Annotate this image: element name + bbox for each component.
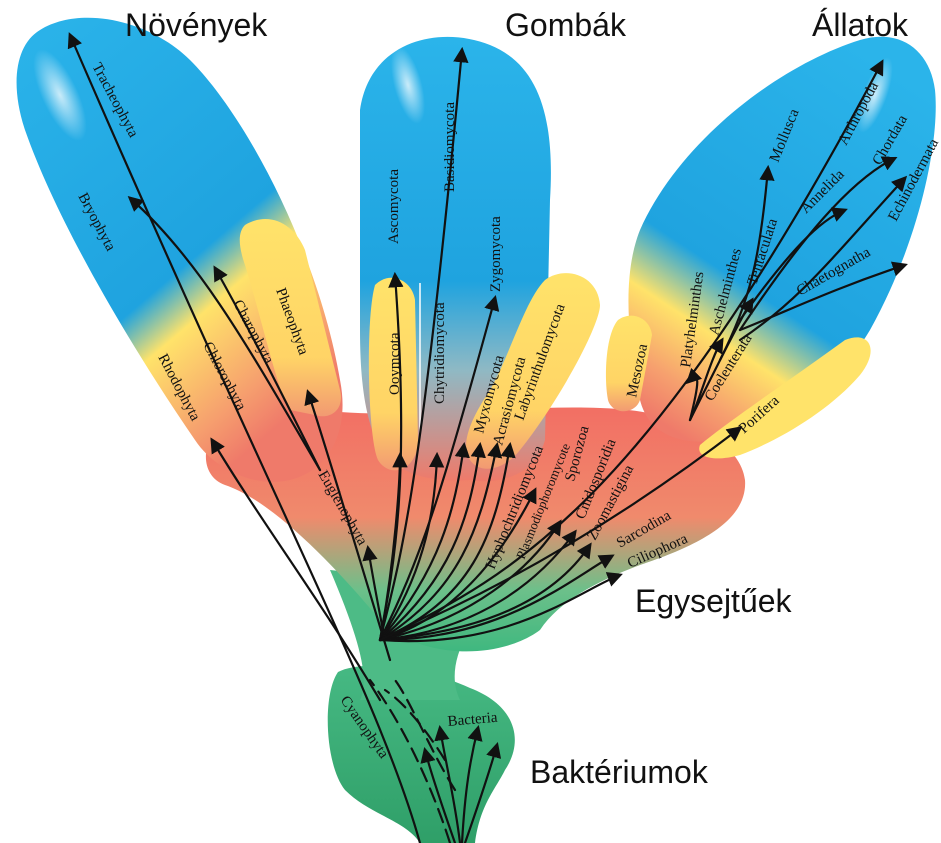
taxon-ascomycota: Ascomycota [386, 169, 402, 244]
kingdom-label-protists: Egysejtűek [635, 583, 793, 619]
taxon-ooymcota: Ooymcota [387, 332, 403, 395]
taxon-zygomycota: Zygomycota [488, 216, 504, 292]
taxon-basidiomycota: Basidiomycota [442, 102, 458, 192]
kingdom-label-bacteria: Baktériumok [530, 754, 709, 790]
taxon-chytridiomycota: Chytridiomycota [432, 302, 448, 404]
kingdom-label-plants: Növények [125, 7, 268, 43]
kingdom-label-animals: Állatok [812, 7, 909, 43]
kingdom-label-fungi: Gombák [505, 7, 627, 43]
